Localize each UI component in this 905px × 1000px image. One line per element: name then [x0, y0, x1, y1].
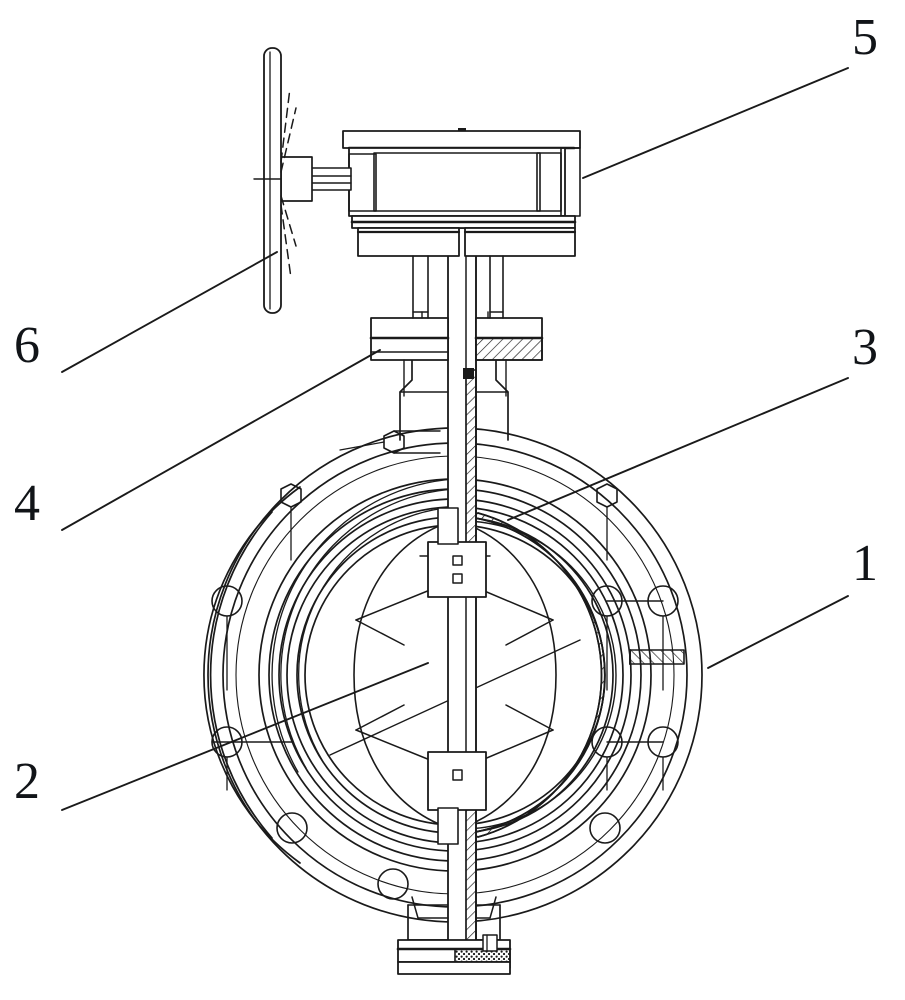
stem-collar-upper	[437, 507, 459, 545]
leader-line-5	[582, 67, 849, 179]
handwheel-spoke	[280, 87, 297, 279]
seat-ring-outer-edge	[477, 512, 603, 838]
gearbox-top-boss	[458, 128, 466, 131]
body-perspective-arc-1	[271, 478, 456, 773]
disc-rib	[355, 589, 554, 761]
handwheel-hub	[280, 156, 313, 202]
body-rear-contour	[209, 511, 273, 839]
reference-label-3: 3	[852, 319, 878, 376]
leader-line-4	[61, 349, 381, 531]
body-port-tab	[629, 649, 685, 665]
bolt-shank	[226, 441, 664, 791]
leader-line-group	[61, 67, 849, 811]
bottom-cap-plate	[397, 961, 511, 975]
bottom-cap-bolt	[482, 934, 498, 952]
body-rear-contour-2	[203, 486, 301, 864]
flange-fastener-group	[211, 430, 679, 900]
body-port-tab-group	[629, 649, 685, 665]
handwheel-rim	[263, 47, 282, 314]
stem-key-mark	[463, 368, 474, 379]
seat-ring-inner-edge	[469, 516, 606, 834]
upper-hub-pin-2	[452, 573, 463, 584]
lower-disc-hub	[427, 751, 487, 811]
gearbox-housing	[348, 147, 566, 217]
valve-stem-group	[427, 227, 487, 959]
leader-line-6	[61, 251, 278, 373]
stem-hatch-lower	[465, 799, 477, 951]
leader-line-3	[507, 377, 849, 521]
reference-label-6: 6	[14, 317, 40, 374]
flange-chord	[211, 430, 664, 743]
reference-label-4: 4	[14, 475, 40, 532]
worm-gear-operator-group	[280, 128, 581, 319]
worm-input-shaft	[310, 167, 352, 191]
handwheel-group	[253, 47, 297, 314]
bottom-stem-cap-group	[396, 904, 512, 975]
reference-label-2: 2	[14, 753, 40, 810]
body-perspective-arc-2	[280, 488, 456, 769]
leader-line-2	[61, 662, 429, 811]
body-drain-boss-group	[411, 896, 497, 919]
upper-hub-pin-1	[452, 555, 463, 566]
reference-label-1: 1	[852, 535, 878, 592]
lower-hub-pin	[452, 769, 463, 781]
upper-disc-hub	[427, 541, 487, 598]
reference-label-5: 5	[852, 9, 878, 66]
gearbox-top-plate	[342, 130, 581, 149]
packing-gland-group	[369, 311, 544, 441]
seat-retainer-arc	[461, 520, 617, 830]
leader-line-1	[707, 595, 849, 669]
stem-hatch-upper	[465, 369, 477, 561]
stem-collar-lower	[437, 807, 459, 845]
seat-ring-hatched-band	[469, 512, 606, 838]
gearbox-inner-cavity	[373, 152, 541, 212]
gland-flange-right-hatch	[475, 337, 543, 361]
